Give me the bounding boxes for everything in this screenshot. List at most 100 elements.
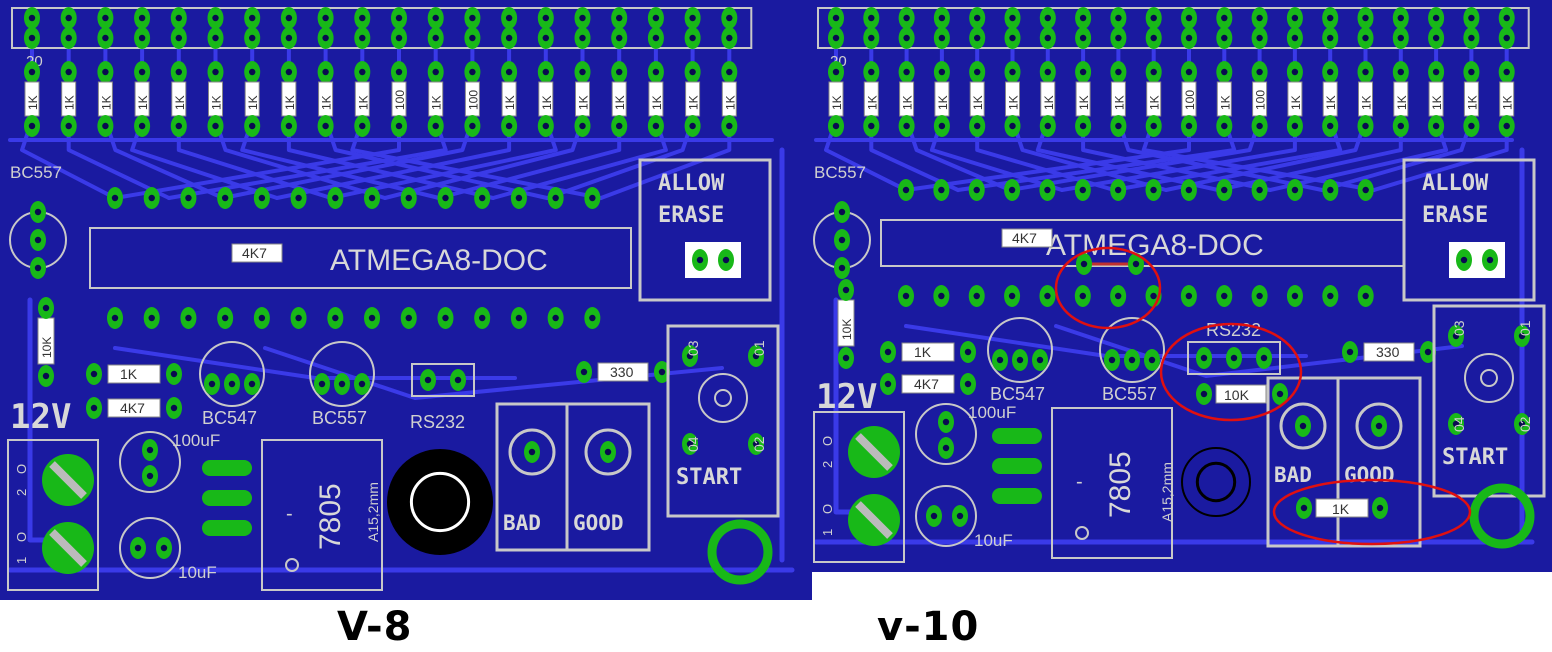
jumper-wire-pad-a-hole: [1080, 260, 1088, 268]
caption-v10: v-10: [877, 604, 980, 650]
start-switch-num-03: 03: [685, 340, 701, 356]
chip-pin-top-4-hole: [221, 194, 229, 202]
header-pad-6-hole: [1009, 14, 1016, 22]
capacitor-top-label: 100uF: [968, 403, 1016, 422]
chip-pin-top-2-hole: [148, 194, 155, 202]
chip-pin-top-12-hole: [1291, 186, 1299, 194]
resistor-pad-top-5-hole: [175, 68, 182, 76]
resistor-pad-bot-9-hole: [322, 122, 329, 130]
capacitor-bottom-pad-2-hole: [956, 512, 964, 520]
header-pad-b15-hole: [1327, 34, 1334, 42]
transistor-1-label: BC547: [202, 408, 257, 428]
header-pad-b2-hole: [65, 34, 72, 42]
chip-pin-top-10-hole: [1221, 186, 1228, 194]
led-bad-label: BAD: [503, 511, 541, 535]
led-good-lens: [1355, 402, 1403, 450]
resistor-pad-top-5-hole: [974, 68, 981, 76]
header-pad-b14-hole: [505, 34, 513, 42]
resistor-pad-bot-10-hole: [1150, 122, 1157, 130]
start-switch-actuator: [698, 373, 748, 423]
small-resistor-pad-b-1-hole: [170, 404, 178, 412]
resistor-pad-top-7-hole: [1044, 68, 1051, 76]
chip-pin-bot-11-hole: [479, 314, 486, 322]
led-good-lens: [584, 428, 632, 476]
transistor-top-pad-1-hole: [34, 208, 42, 216]
terminal-num-2: 2: [14, 489, 29, 496]
small-resistor-pad-a-0-hole: [884, 348, 892, 356]
pcb-layout-v10: 201K1K1K1K1K1K1K1K1K1K1001K1001K1K1K1K1K…: [813, 7, 1546, 563]
terminal-slot-1: [49, 529, 87, 567]
header-pad-4-hole: [138, 14, 146, 22]
chip-pin-bot-1-hole: [111, 314, 119, 322]
resistor-pad-bot-5-hole: [175, 122, 182, 130]
annotation-circle-rs232: [1159, 322, 1303, 422]
chip-pin-bot-12-hole: [515, 314, 523, 322]
header-pad-15-hole: [1327, 14, 1334, 22]
regulator-lead-3: [992, 488, 1042, 504]
led-bad-pad-hole: [1299, 422, 1307, 430]
transistor-1-pad-3-hole: [248, 380, 256, 388]
resistor-value-7: 1K: [1042, 95, 1056, 110]
start-switch-pad-3-hole: [686, 352, 694, 360]
resistor-pad-bot-2-hole: [868, 122, 875, 130]
header-pad-17-hole: [616, 14, 623, 22]
erase-label: ERASE: [658, 203, 724, 228]
transistor-top-pad-3-hole: [34, 264, 42, 272]
chip-resistor-body: [231, 243, 283, 263]
header-pad-b11-hole: [1185, 34, 1193, 42]
small-resistor-pad-b-0-hole: [964, 348, 972, 356]
start-label: START: [1442, 445, 1508, 470]
chip-pin-bot-1-hole: [902, 292, 910, 300]
capacitor-top-pad-1-hole: [942, 418, 950, 426]
small-resistor-body-1: [107, 398, 161, 418]
capacitor-top-outline: [119, 431, 181, 493]
r330-body: [1363, 342, 1415, 362]
header-pad-b5-hole: [974, 34, 981, 42]
header-pad-7-hole: [249, 14, 256, 22]
start-switch-center: [714, 389, 732, 407]
resistor-value-20: 1K: [1501, 95, 1515, 110]
start-switch-num-04: 04: [1451, 416, 1467, 432]
resistor-pad-top-17-hole: [1397, 68, 1404, 76]
header-pad-8-hole: [1079, 14, 1087, 22]
r330-pad-a-hole: [1346, 348, 1354, 356]
chip-pin-top-11-hole: [1256, 186, 1263, 194]
resistor-pad-bot-13-hole: [469, 122, 476, 130]
resistor-pad-top-2-hole: [868, 68, 875, 76]
chip-pin-top-14-hole: [589, 194, 596, 202]
resistor-pad-top-6-hole: [212, 68, 219, 76]
resistor-pad-bot-15-hole: [1327, 122, 1334, 130]
resistor-value-4: 1K: [936, 95, 950, 110]
chip-pin-top-12-hole: [515, 194, 523, 202]
start-label: START: [676, 465, 742, 490]
header-pad-b17-hole: [616, 34, 623, 42]
resistor-pad-top-16-hole: [579, 68, 586, 76]
small-resistor-pad-a-1-hole: [90, 404, 98, 412]
led-good-outline: [1336, 376, 1422, 548]
trace-mid-2: [263, 346, 724, 400]
r10k-label: 10K: [1224, 387, 1250, 403]
resistor-pad-bot-7-hole: [1044, 122, 1051, 130]
side-resistor-pad-2-hole: [42, 372, 50, 380]
resistor-pad-bot-17-hole: [616, 122, 623, 130]
transistor-top-pad-2-hole: [34, 236, 42, 244]
start-switch-actuator: [1464, 353, 1514, 403]
regulator-pin1-mark: [285, 558, 299, 572]
resistor-pad-bot-5-hole: [974, 122, 981, 130]
r1k-new-label: 1K: [1332, 501, 1350, 517]
resistor-value-1: 1K: [26, 95, 40, 110]
transistor-2-pad-3-hole: [358, 380, 366, 388]
resistor-pad-top-19-hole: [689, 68, 696, 76]
header-pad-3-hole: [903, 14, 910, 22]
chip-pin-bot-2-hole: [938, 292, 945, 300]
header-pad-b10-hole: [359, 34, 366, 42]
transistor-1-pad-2-hole: [228, 380, 236, 388]
small-resistor-pad-b-0-hole: [170, 370, 178, 378]
header-pad-b18-hole: [652, 34, 660, 42]
chip-pin-top-13-hole: [552, 194, 559, 202]
r330-pad-a-hole: [580, 368, 588, 376]
chip-pin-bot-11-hole: [1256, 292, 1263, 300]
corner-mounting-ring: [1469, 483, 1535, 549]
chip-pin-bot-2-hole: [148, 314, 155, 322]
resistor-pad-top-14-hole: [505, 68, 513, 76]
